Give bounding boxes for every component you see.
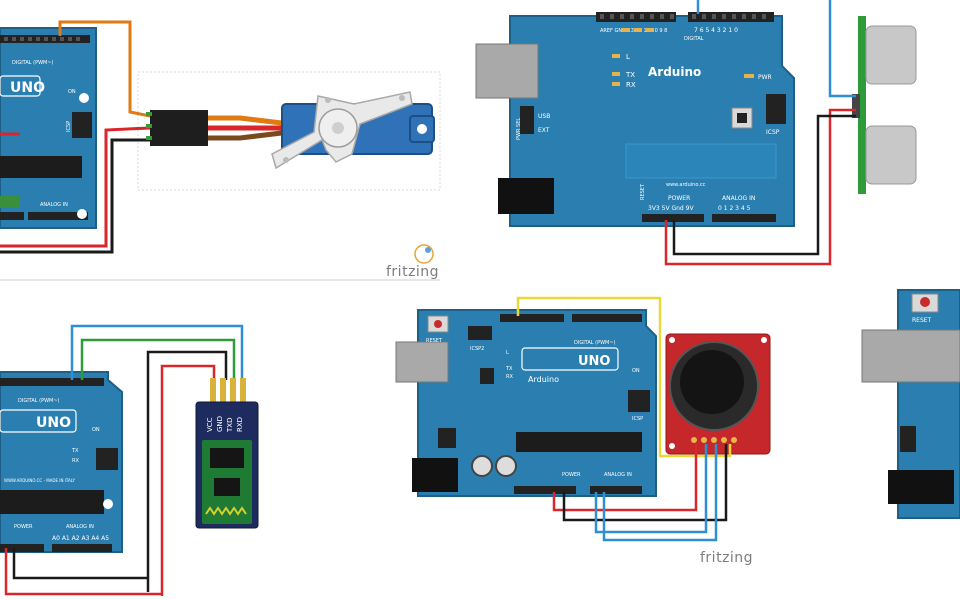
power-label: POWER xyxy=(562,472,581,478)
bluetooth-wires xyxy=(4,324,244,596)
wire-ground-2 xyxy=(0,232,114,254)
servo-panel: DIGITAL (PWM~) UNO ON ICSP ANALOG IN xyxy=(0,20,441,281)
wire-blue-1 xyxy=(594,444,708,534)
wire-vcc xyxy=(664,108,856,266)
led-tx-label: TX xyxy=(625,71,635,79)
icsp-label: ICSP xyxy=(766,129,780,136)
usb-label: USB xyxy=(538,113,550,120)
wire-power-2 xyxy=(104,126,151,228)
pin-rxd: RXD xyxy=(236,417,244,432)
servo-connector xyxy=(146,110,291,146)
analog-label: ANALOG IN xyxy=(40,202,68,208)
icsp2-label: ICSP2 xyxy=(470,346,484,352)
pin-gnd: GND xyxy=(216,416,224,432)
joystick-module xyxy=(665,333,771,455)
power-label: POWER xyxy=(668,195,690,202)
ultrasonic-panel: 7 6 5 4 3 2 1 0 DIGITAL AREF GND 13 12 1… xyxy=(475,0,917,266)
uno-logo-text: UNO xyxy=(36,415,71,431)
wire-vcc xyxy=(160,364,216,596)
arduino-board: 7 6 5 4 3 2 1 0 DIGITAL AREF GND 13 12 1… xyxy=(475,12,795,227)
servo-frame xyxy=(137,71,441,191)
digital-label: DIGITAL xyxy=(684,36,704,42)
led-tx-label: TX xyxy=(505,366,513,372)
wire-ground xyxy=(110,138,150,232)
fritzing-watermark: fritzing xyxy=(386,264,439,280)
partial-board-panel: RESET xyxy=(861,289,960,519)
wire-echo xyxy=(828,0,856,98)
pwr-label: PWR xyxy=(758,74,772,81)
arduino-uno-board-3: RESET ICSP2 DIGITAL (PWM~) UNO Arduino L… xyxy=(395,309,657,497)
wire-black xyxy=(562,444,728,522)
arduino-uno-board: DIGITAL (PWM~) UNO ON ICSP ANALOG IN xyxy=(0,27,97,229)
wire-txd xyxy=(80,338,236,380)
rx-label: RX xyxy=(72,458,79,464)
uno-logo-text: UNO xyxy=(578,354,611,369)
uno-logo-text: UNO xyxy=(10,80,45,96)
reset-label: RESET xyxy=(640,183,646,200)
wire-gnd xyxy=(672,114,856,256)
fritzing-watermark: fritzing xyxy=(700,550,753,566)
reset-label: RESET xyxy=(912,317,932,324)
pwr-sel-label: PWR SEL xyxy=(516,118,522,140)
analog-pins-label: 0 1 2 3 4 5 xyxy=(718,205,751,212)
arduino-uno-board-2: DIGITAL (PWM~) UNO ON TX RX WWW.ARDUINO.… xyxy=(0,371,123,553)
digital-top-label: AREF GND 13 12 11 10 9 8 xyxy=(600,28,667,34)
pin-txd: TXD xyxy=(226,418,234,433)
wire-gnd-b xyxy=(12,548,148,580)
url-label: www.arduino.cc xyxy=(666,182,706,188)
analog-label: ANALOG IN xyxy=(604,472,632,478)
analog-label: ANALOG IN xyxy=(722,195,755,202)
digital-label: DIGITAL (PWM~) xyxy=(574,340,616,346)
ext-label: EXT xyxy=(538,127,550,134)
ultrasonic-sensor xyxy=(852,16,917,194)
wire-rxd xyxy=(70,324,244,380)
tx-label: TX xyxy=(71,448,79,454)
led-rx-label: RX xyxy=(626,81,636,89)
power-label: POWER xyxy=(14,524,33,530)
wire-blue-2 xyxy=(602,444,718,542)
icsp-label: ICSP xyxy=(66,121,72,132)
power-pins-label: 3V3 5V Gnd 9V xyxy=(648,205,694,212)
url-label: WWW.ARDUINO.CC - MADE IN ITALY xyxy=(4,478,75,483)
fritzing-logo: fritzing xyxy=(386,244,439,280)
joystick-panel: RESET ICSP2 DIGITAL (PWM~) UNO Arduino L… xyxy=(395,296,771,566)
on-label: ON xyxy=(92,427,100,433)
icsp-label: ICSP xyxy=(632,416,643,422)
wire-power-3 xyxy=(0,228,108,248)
digital-label: DIGITAL (PWM~) xyxy=(18,398,60,404)
ultrasonic-wires xyxy=(664,0,856,266)
bluetooth-module: VCC GND TXD RXD xyxy=(195,378,259,529)
digital-pins-label: 7 6 5 4 3 2 1 0 xyxy=(694,27,738,34)
on-label: ON xyxy=(68,89,76,95)
wire-red xyxy=(552,444,698,512)
joystick-wires xyxy=(516,296,732,542)
analog-pins-label: A0 A1 A2 A3 A4 A5 xyxy=(52,535,109,542)
pin-vcc: VCC xyxy=(206,417,214,432)
on-label: ON xyxy=(632,368,640,374)
digital-label: DIGITAL (PWM~) xyxy=(12,60,54,66)
wire-yellow xyxy=(516,296,732,458)
led-rx-label: RX xyxy=(506,374,513,380)
analog-label: ANALOG IN xyxy=(66,524,94,530)
wire-gnd xyxy=(146,350,228,592)
wire-vcc-b xyxy=(4,548,162,596)
wire-signal xyxy=(58,20,151,118)
servo-wires xyxy=(0,20,151,254)
board-brand: Arduino xyxy=(648,65,701,79)
led-l-label: L xyxy=(506,350,509,356)
led-l-label: L xyxy=(626,53,630,61)
bluetooth-panel: DIGITAL (PWM~) UNO ON TX RX WWW.ARDUINO.… xyxy=(0,324,259,596)
reset-label: RESET xyxy=(426,338,443,344)
servo-motor xyxy=(271,91,435,170)
board-brand: Arduino xyxy=(528,375,559,384)
